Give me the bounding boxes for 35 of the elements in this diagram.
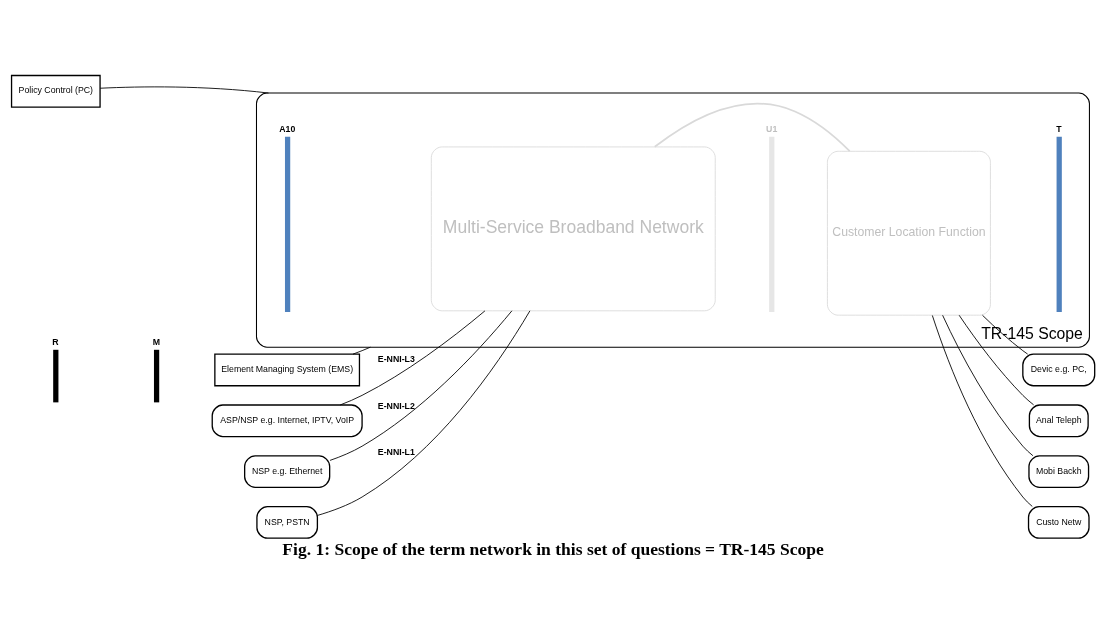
connector [329,309,513,461]
connector [958,314,1035,405]
node-box: NSP, PSTN [256,505,319,539]
node-label: T [1056,123,1062,134]
node-box: Element Managing System (EMS) [214,353,361,386]
connector [339,309,486,405]
node-box: Multi-Service Broadband Network [430,146,716,311]
node-box: Devic e.g. PC, [1022,353,1096,386]
node-box: Customer Location Function [826,150,991,316]
caption: Fig. 1: Scope of the term network in this set of questions = TR-145 Scope [282,538,824,559]
node-label: U1 [766,123,778,134]
edge-label: E-NNI-L2 [377,400,415,411]
node-box [153,349,160,402]
node-box [284,136,291,312]
node-label: R [52,336,59,347]
node-label: M [152,336,160,347]
node-box: NSP e.g. Ethernet [244,454,331,488]
node-box: Anal Teleph [1028,403,1089,437]
node-box [53,349,59,402]
edge-label: E-NNI-L3 [377,353,415,364]
connector [931,314,1033,507]
node-box [1056,136,1062,312]
connector [653,102,851,152]
node-box: Mobi Backh [1028,454,1090,488]
node-box [769,136,775,312]
connector [982,314,1029,355]
connector [942,314,1034,456]
node-label: A10 [279,123,296,134]
edge-label: E-NNI-L1 [377,446,415,457]
node-box: Policy Control (PC) [10,74,101,108]
connector [316,309,531,516]
connector [352,346,371,355]
node-box: Custo Netw [1027,505,1090,539]
node-box: ASP/NSP e.g. Internet, IPTV, VoIP [211,403,363,437]
connector [99,85,269,93]
